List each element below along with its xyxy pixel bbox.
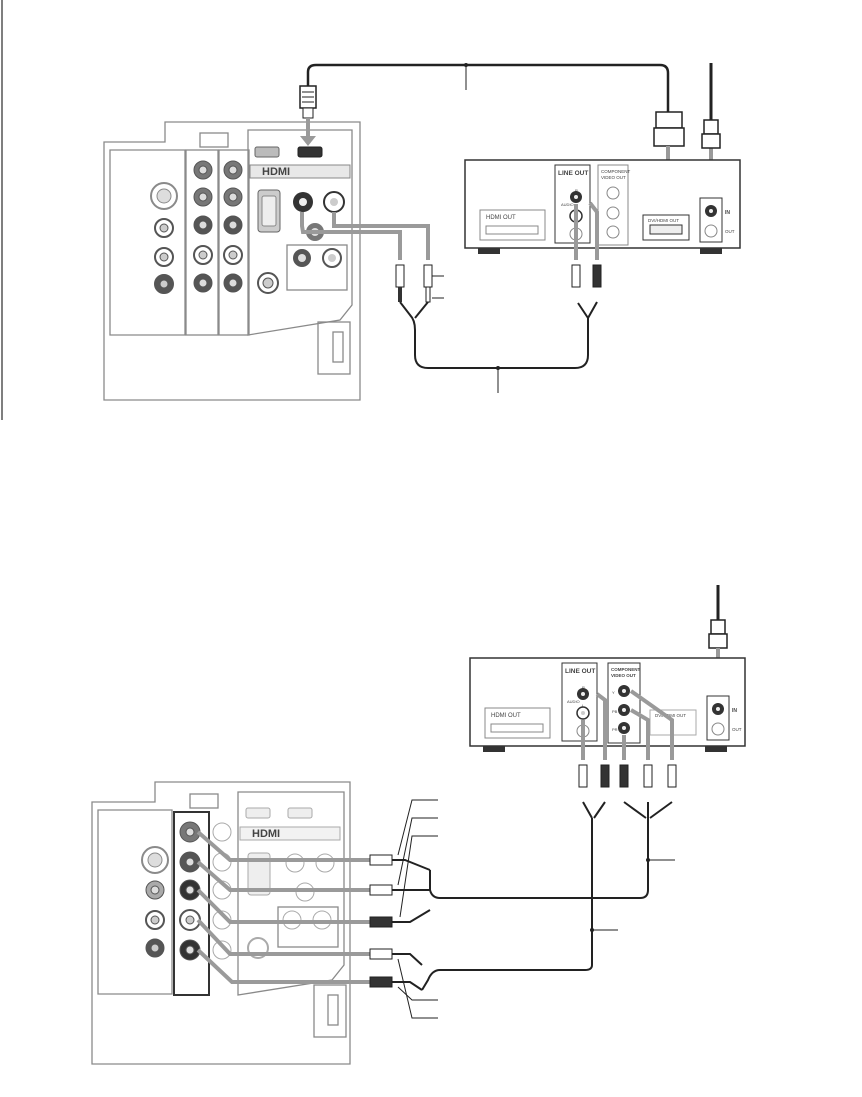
dvi-label: DVI/HDMI OUT	[648, 218, 679, 223]
connection-diagram-component: HDMI HDMI OUT LINE OUT AUDIO R L COMPONE…	[0, 570, 862, 1090]
tv-av-jacks	[154, 160, 279, 294]
pr-label: PR	[612, 727, 618, 732]
external-device-rear: HDMI OUT LINE OUT AUDIO R L COMPONENT VI…	[464, 159, 741, 254]
hdmi-logo: HDMI	[252, 828, 280, 840]
component-video-cable-icon	[196, 689, 677, 1019]
out-label: OUT	[725, 229, 735, 234]
connection-diagram-hdmi-dvi: HDMI	[0, 0, 862, 420]
l-label: L	[582, 703, 585, 708]
pc-input-jack	[247, 852, 271, 896]
s-video-jack	[150, 182, 178, 210]
rca-audio-cable-icon	[300, 201, 602, 393]
tv-hdmi-ports: HDMI	[249, 146, 351, 179]
component-label: COMPONENT	[611, 667, 641, 672]
pc-input-jack	[257, 189, 281, 233]
y-label: Y	[612, 690, 615, 695]
hdmi-out-label: HDMI OUT	[486, 215, 516, 221]
hdmi-to-dvi-cable-icon	[299, 63, 685, 147]
component-label: COMPONENT	[601, 169, 631, 174]
out-label: OUT	[732, 727, 742, 732]
s-video-jack	[141, 846, 169, 874]
line-out-label: LINE OUT	[565, 668, 595, 675]
audio-label: AUDIO	[567, 699, 580, 704]
tv-rear-panel	[103, 121, 361, 401]
in-label: IN	[732, 708, 737, 714]
in-label: IN	[725, 210, 730, 216]
r-label: R	[575, 188, 578, 193]
tv-rear-panel	[91, 781, 351, 1065]
video-out-label: VIDEO OUT	[611, 673, 636, 678]
hdmi-logo: HDMI	[262, 166, 290, 178]
coaxial-cable-icon	[701, 63, 721, 149]
r-label: R	[582, 685, 585, 690]
pb-label: PB	[612, 709, 618, 714]
dvi-label: DVI/HDMI OUT	[655, 713, 686, 718]
video-out-label: VIDEO OUT	[601, 175, 626, 180]
external-device-rear: HDMI OUT LINE OUT AUDIO R L COMPONENT VI…	[469, 657, 746, 752]
hdmi-out-label: HDMI OUT	[491, 713, 521, 719]
audio-label: AUDIO	[561, 202, 574, 207]
line-out-label: LINE OUT	[558, 170, 588, 177]
